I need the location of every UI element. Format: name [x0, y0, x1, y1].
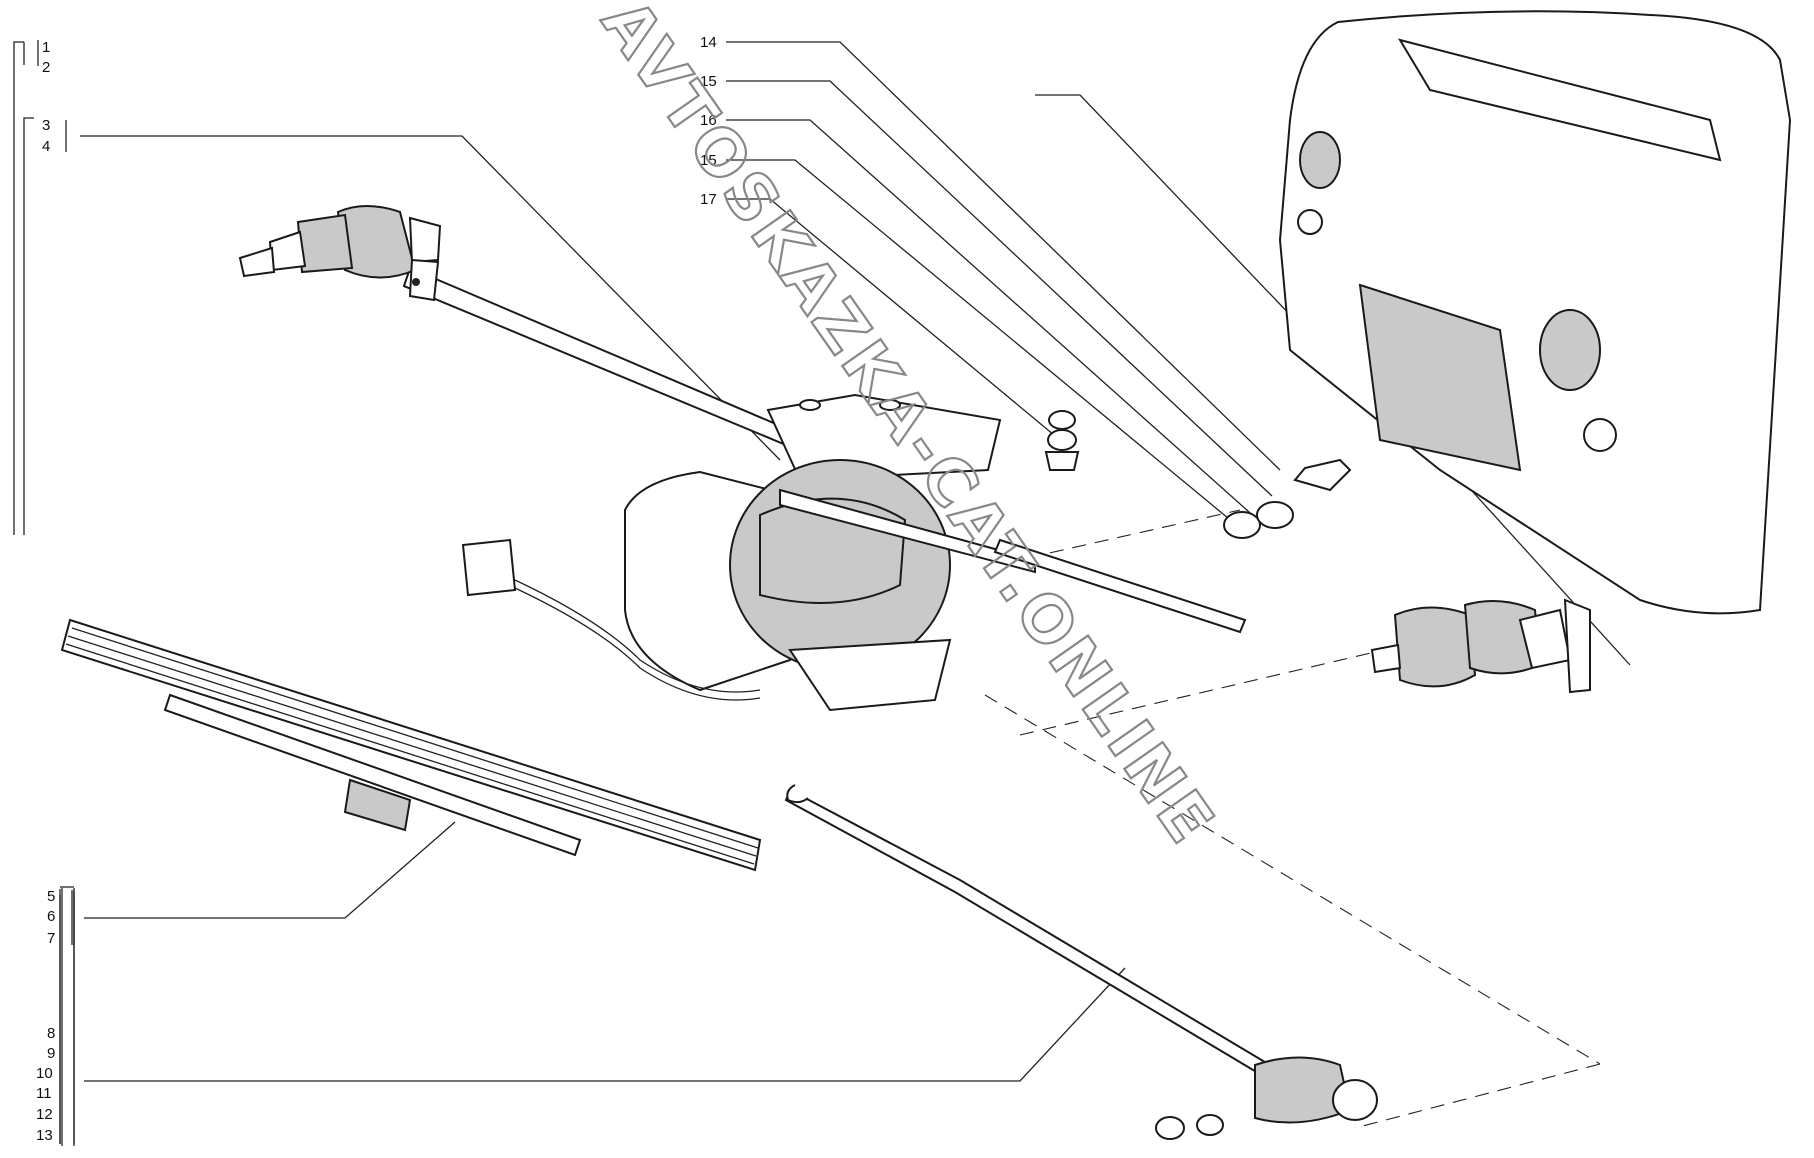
callout-7: 7: [47, 930, 55, 947]
callout-16: 16: [700, 112, 717, 129]
callout-15b: 15: [700, 152, 717, 169]
callout-5: 5: [47, 888, 55, 905]
fasteners: [1044, 410, 1352, 539]
callout-8: 8: [47, 1025, 55, 1042]
electrical-connector-icon: [461, 538, 761, 701]
upper-link-rod: [402, 266, 792, 447]
blade-frame: [163, 693, 582, 857]
vehicle-front-icon: [1278, 10, 1792, 615]
upper-pivot-assembly: [238, 205, 792, 447]
assembly-dashed-lines: [984, 509, 1601, 1129]
flat-washer: [1223, 511, 1261, 539]
callout-10: 10: [36, 1065, 53, 1082]
callout-1: 1: [42, 39, 50, 56]
left-callout-numbers: 1 2 3 4 5 6 7 8 9 10 11 12 13: [36, 39, 55, 1144]
callout-4: 4: [42, 138, 50, 155]
left-brackets: [13, 40, 75, 1146]
arm-washer: [1196, 1114, 1224, 1136]
callout-17: 17: [700, 191, 717, 208]
vehicle-grille: [1358, 283, 1522, 472]
callout-6: 6: [47, 908, 55, 925]
pivot-shaft-icon: [1370, 598, 1591, 694]
arm-nut: [1155, 1116, 1185, 1140]
callout-15a: 15: [700, 73, 717, 90]
top-callout-numbers: 14 15 16 15 17: [700, 34, 717, 208]
right-link-rod: [993, 538, 1247, 634]
callout-11: 11: [36, 1085, 52, 1102]
wiper-motor-icon: [624, 393, 1247, 712]
spring-washer: [1048, 410, 1076, 430]
callout-9: 9: [47, 1045, 55, 1062]
watermark-text: AVTOSKAZKA-CAT.ONLINE: [587, 0, 1229, 860]
callout-13: 13: [36, 1127, 53, 1144]
nut: [1044, 451, 1080, 471]
wiper-blade-icon: [60, 618, 762, 872]
vehicle-headlight-left: [1299, 131, 1341, 189]
vehicle-headlight-right: [1539, 309, 1601, 391]
callout-12: 12: [36, 1106, 53, 1123]
callout-3: 3: [42, 117, 50, 134]
bolt: [1293, 458, 1352, 492]
wiper-arm-icon: [784, 784, 1378, 1140]
callout-14: 14: [700, 34, 717, 51]
callout-2: 2: [42, 59, 50, 76]
